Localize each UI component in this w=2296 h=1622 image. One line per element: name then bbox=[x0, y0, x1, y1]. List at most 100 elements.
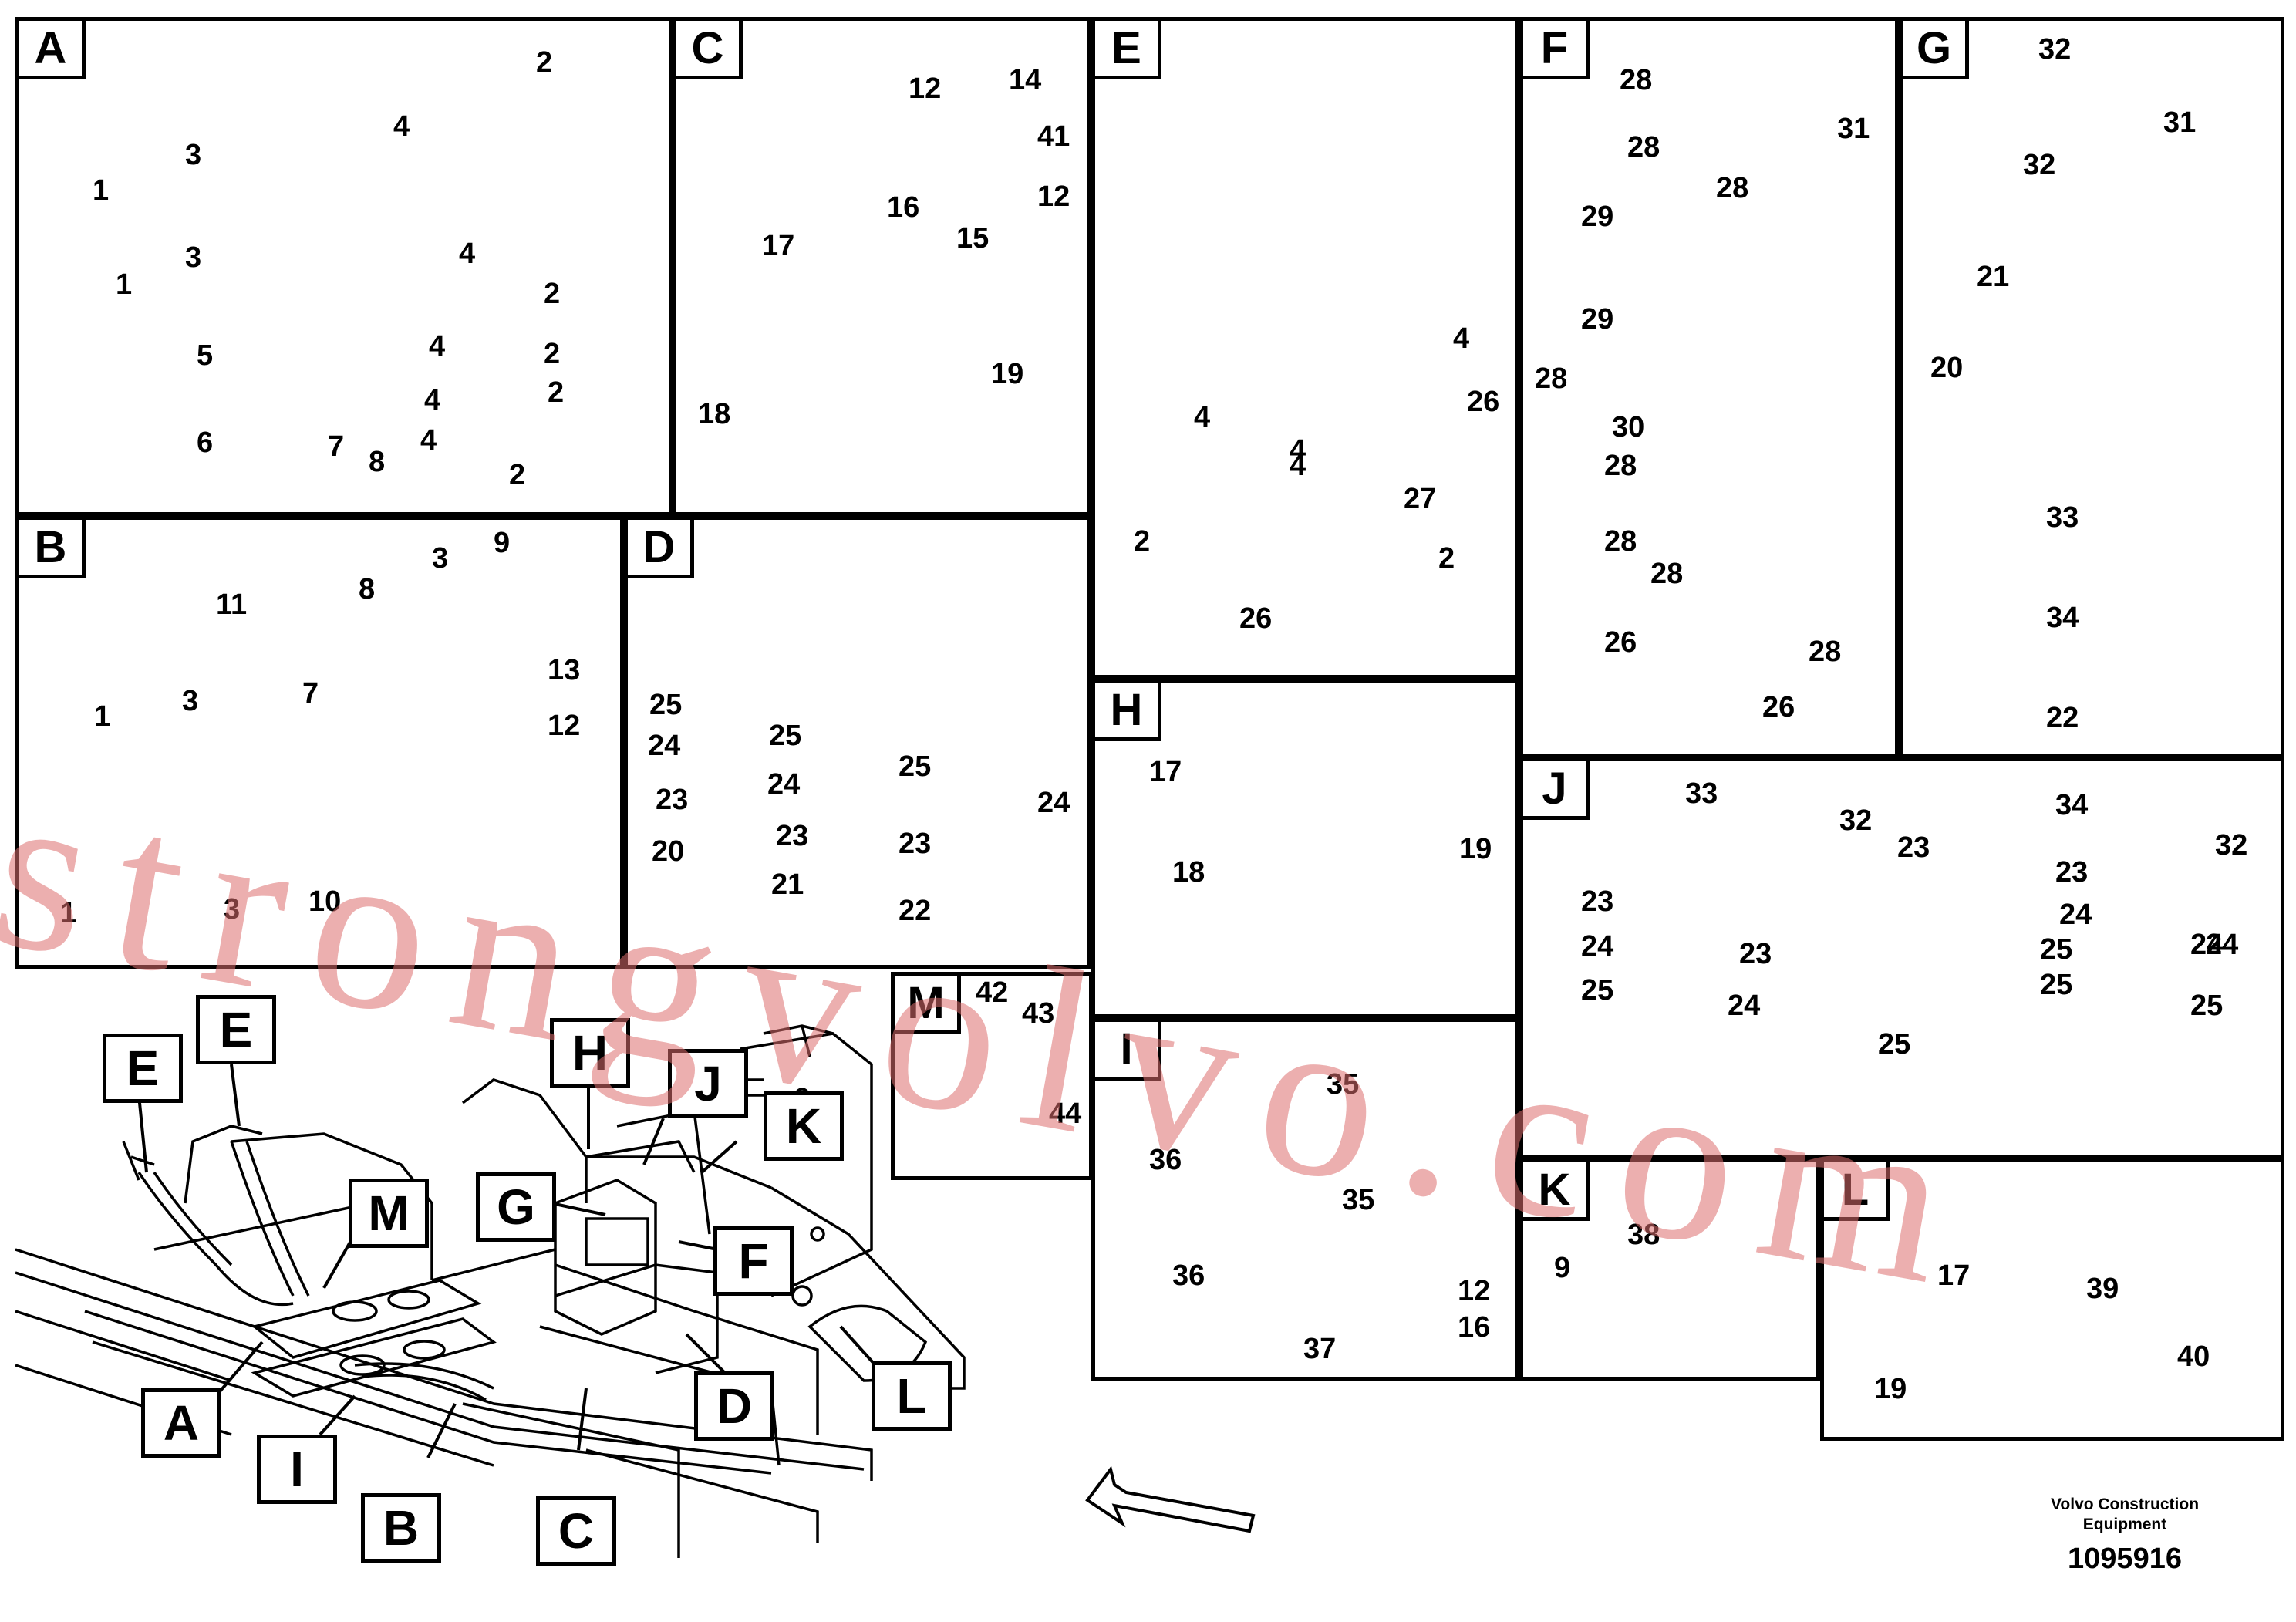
part-number: 4 bbox=[1290, 450, 1306, 482]
part-number: 28 bbox=[1604, 450, 1637, 482]
part-number: 12 bbox=[1037, 180, 1070, 213]
part-number: 20 bbox=[1930, 352, 1964, 384]
callout-e-left: E bbox=[103, 1034, 183, 1103]
part-number: 3 bbox=[185, 139, 202, 171]
part-number: 34 bbox=[2055, 789, 2089, 821]
callout-h: H bbox=[550, 1018, 630, 1088]
part-number: 8 bbox=[359, 573, 376, 605]
callout-d: D bbox=[694, 1371, 774, 1441]
part-number: 36 bbox=[1172, 1259, 1205, 1292]
part-number: 28 bbox=[1650, 558, 1684, 590]
part-number: 25 bbox=[769, 720, 802, 752]
part-number: 21 bbox=[771, 868, 804, 901]
company-name: Volvo Construction Equipment bbox=[2021, 1495, 2229, 1535]
part-number: 14 bbox=[1009, 64, 1042, 96]
panel-h: H bbox=[1091, 679, 1519, 1018]
part-number: 7 bbox=[302, 677, 319, 710]
part-number: 32 bbox=[2023, 149, 2056, 181]
panel-l: L bbox=[1820, 1158, 2284, 1441]
part-number: 40 bbox=[2177, 1340, 2210, 1373]
callout-k: K bbox=[764, 1091, 844, 1161]
part-number: 24 bbox=[2059, 899, 2092, 931]
panel-b: B bbox=[15, 516, 624, 969]
callout-m: M bbox=[349, 1179, 429, 1248]
company-name-line1: Volvo Construction bbox=[2050, 1496, 2200, 1513]
part-number: 9 bbox=[1554, 1252, 1571, 1284]
part-number: 13 bbox=[548, 654, 581, 686]
part-number: 9 bbox=[494, 527, 511, 559]
part-number: 28 bbox=[1604, 525, 1637, 558]
part-number: 18 bbox=[1172, 856, 1205, 889]
part-number: 3 bbox=[224, 893, 241, 926]
part-number: 24 bbox=[767, 768, 801, 801]
part-number: 2 bbox=[536, 46, 553, 79]
callout-l: L bbox=[872, 1361, 952, 1431]
callout-j: J bbox=[668, 1049, 748, 1118]
part-number: 23 bbox=[1739, 938, 1772, 970]
panel-f-letter: F bbox=[1523, 21, 1590, 79]
part-number: 4 bbox=[420, 424, 437, 457]
part-number: 37 bbox=[1303, 1333, 1337, 1365]
panel-b-letter: B bbox=[19, 520, 86, 578]
part-number: 28 bbox=[1535, 363, 1568, 395]
part-number: 26 bbox=[1467, 386, 1500, 418]
part-number: 2 bbox=[1134, 525, 1151, 558]
part-number: 16 bbox=[887, 191, 920, 224]
part-number: 24 bbox=[1037, 787, 1070, 819]
panel-e: E bbox=[1091, 17, 1519, 679]
part-number: 4 bbox=[429, 330, 446, 363]
part-number: 2 bbox=[548, 376, 565, 409]
part-number: 8 bbox=[369, 446, 386, 478]
part-number: 32 bbox=[2038, 33, 2072, 66]
part-number: 19 bbox=[1874, 1373, 1907, 1405]
part-number: 35 bbox=[1342, 1184, 1375, 1216]
part-number: 32 bbox=[1839, 804, 1873, 837]
part-number: 28 bbox=[1716, 172, 1749, 204]
part-number: 32 bbox=[2215, 829, 2248, 862]
part-number: 38 bbox=[1627, 1219, 1660, 1251]
part-number: 36 bbox=[1149, 1144, 1182, 1176]
direction-arrow bbox=[1085, 1465, 1256, 1533]
part-number: 25 bbox=[2040, 969, 2073, 1001]
panel-i: I bbox=[1091, 1018, 1519, 1381]
part-number: 12 bbox=[1458, 1275, 1491, 1307]
part-number: 2 bbox=[1438, 542, 1455, 575]
part-number: 1 bbox=[94, 700, 111, 733]
part-number: 5 bbox=[197, 339, 214, 372]
part-number: 4 bbox=[1453, 322, 1470, 355]
part-number: 4 bbox=[1290, 434, 1306, 467]
part-number: 23 bbox=[1581, 885, 1614, 918]
part-number: 15 bbox=[956, 222, 990, 255]
callout-f: F bbox=[713, 1226, 794, 1296]
part-number: 22 bbox=[2046, 702, 2079, 734]
part-number: 23 bbox=[2055, 856, 2089, 889]
part-number: 30 bbox=[1612, 411, 1645, 443]
panel-l-letter: L bbox=[1824, 1162, 1890, 1221]
panel-d-letter: D bbox=[628, 520, 694, 578]
part-number: 31 bbox=[1837, 113, 1870, 145]
company-name-line2: Equipment bbox=[2082, 1516, 2167, 1533]
part-number: 11 bbox=[216, 588, 248, 621]
part-number: 26 bbox=[1239, 602, 1273, 635]
part-number: 24 bbox=[1581, 930, 1614, 963]
part-number: 4 bbox=[424, 384, 441, 416]
part-number: 19 bbox=[1459, 833, 1492, 865]
part-number: 24 bbox=[1728, 990, 1761, 1022]
part-number: 23 bbox=[1897, 831, 1930, 864]
part-number: 18 bbox=[698, 398, 731, 430]
panel-a-letter: A bbox=[19, 21, 86, 79]
panel-k: K bbox=[1519, 1158, 1820, 1381]
part-number: 2 bbox=[544, 278, 561, 310]
callout-e-right: E bbox=[196, 995, 276, 1064]
part-number: 12 bbox=[909, 73, 942, 105]
panel-h-letter: H bbox=[1095, 683, 1161, 741]
part-number: 19 bbox=[991, 358, 1024, 390]
part-number: 20 bbox=[652, 835, 685, 868]
part-number: 16 bbox=[1458, 1311, 1491, 1344]
part-number: 25 bbox=[2190, 990, 2224, 1022]
part-number: 31 bbox=[2163, 106, 2197, 139]
part-number: 29 bbox=[1581, 201, 1614, 233]
part-number: 25 bbox=[1581, 974, 1614, 1007]
panel-c-letter: C bbox=[676, 21, 743, 79]
